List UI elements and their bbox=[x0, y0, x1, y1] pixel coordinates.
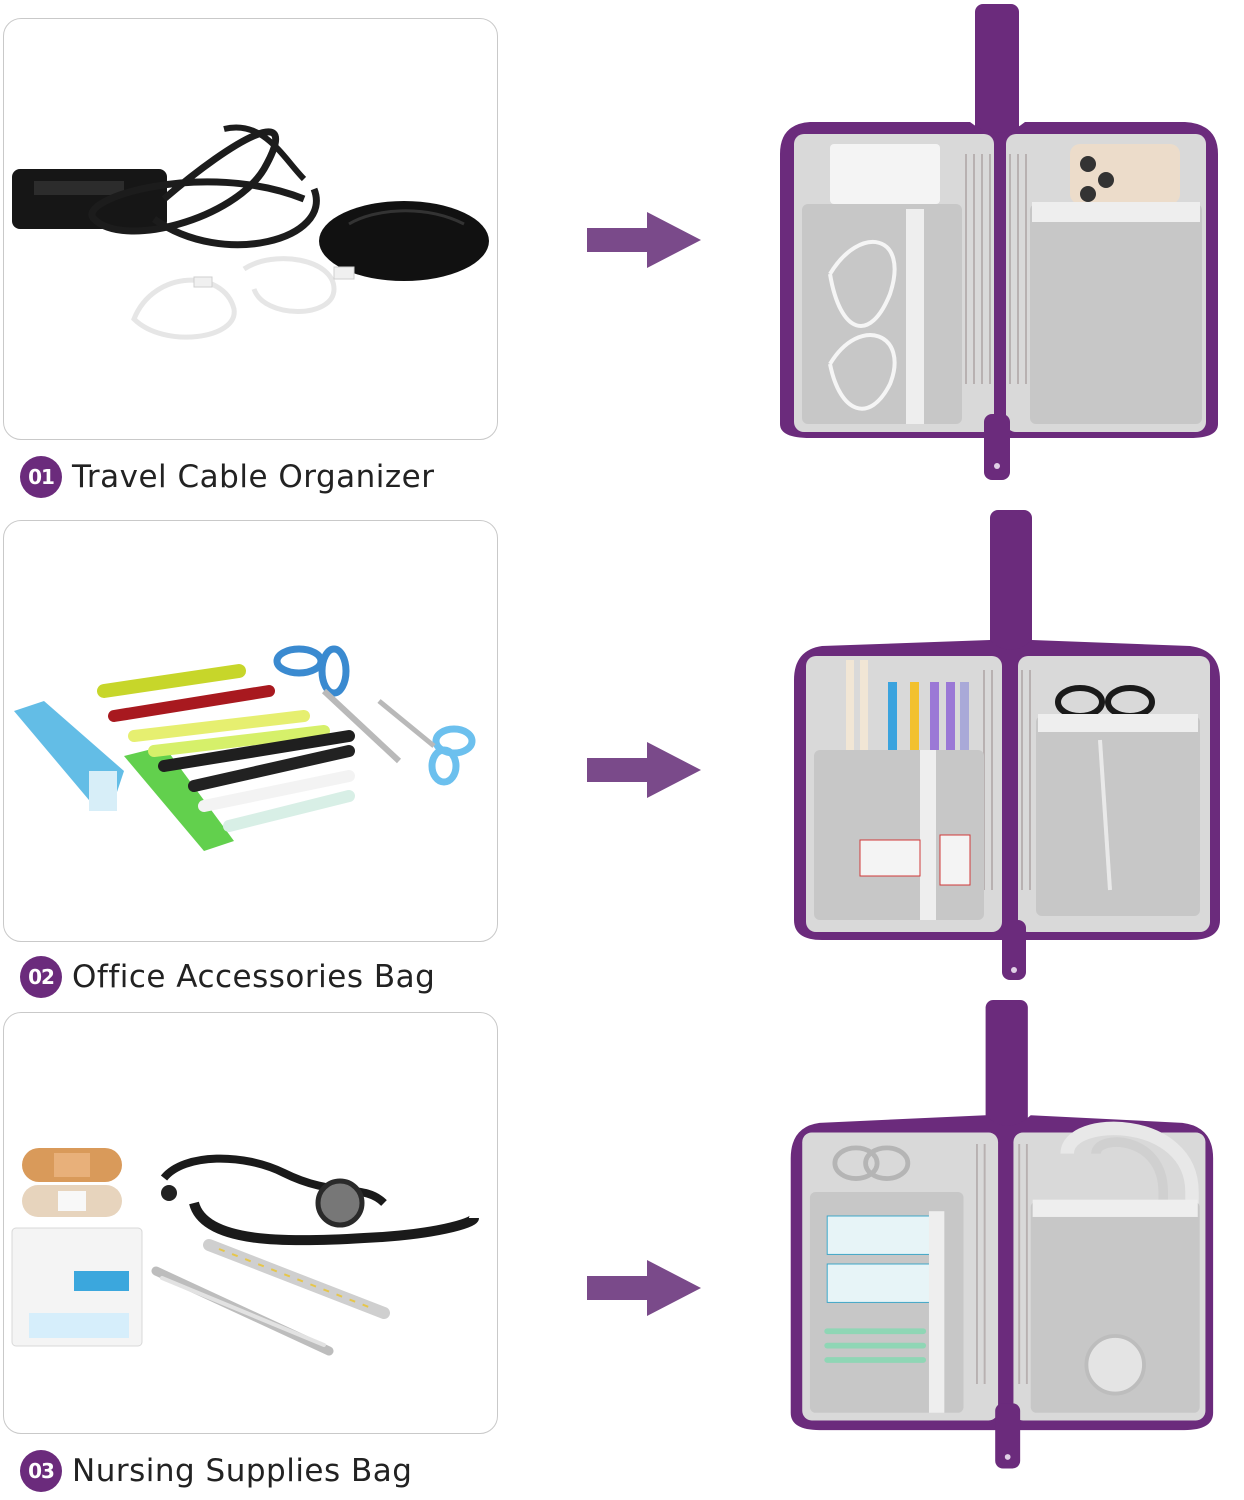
section-1-title: Travel Cable Organizer bbox=[72, 459, 435, 495]
section-3-number-badge: 03 bbox=[20, 1450, 62, 1492]
arrow-right-icon bbox=[587, 212, 701, 268]
organizer-bag-with-pens-icon bbox=[794, 510, 1220, 980]
section-2-title: Office Accessories Bag bbox=[72, 959, 436, 995]
cable-items-photo bbox=[3, 18, 498, 440]
section-3-caption: 03 Nursing Supplies Bag bbox=[20, 1450, 412, 1492]
section-2-caption: 02 Office Accessories Bag bbox=[20, 956, 435, 998]
organizer-bag-with-stethoscope-icon bbox=[790, 1000, 1214, 1469]
pens-scissors-icon bbox=[14, 645, 476, 851]
section-2-number-badge: 02 bbox=[20, 956, 62, 998]
section-3-title: Nursing Supplies Bag bbox=[72, 1453, 413, 1489]
nursing-items-photo bbox=[3, 1012, 498, 1434]
cables-mouse-icon bbox=[12, 124, 489, 340]
organizer-bag-with-cables-icon bbox=[780, 4, 1218, 480]
arrow-right-icon bbox=[587, 1260, 701, 1316]
office-items-photo bbox=[3, 520, 498, 942]
arrow-right-icon bbox=[587, 742, 701, 798]
medical-supplies-icon bbox=[11, 1148, 479, 1356]
section-1-caption: 01 Travel Cable Organizer bbox=[20, 456, 435, 498]
section-1-number-badge: 01 bbox=[20, 456, 62, 498]
